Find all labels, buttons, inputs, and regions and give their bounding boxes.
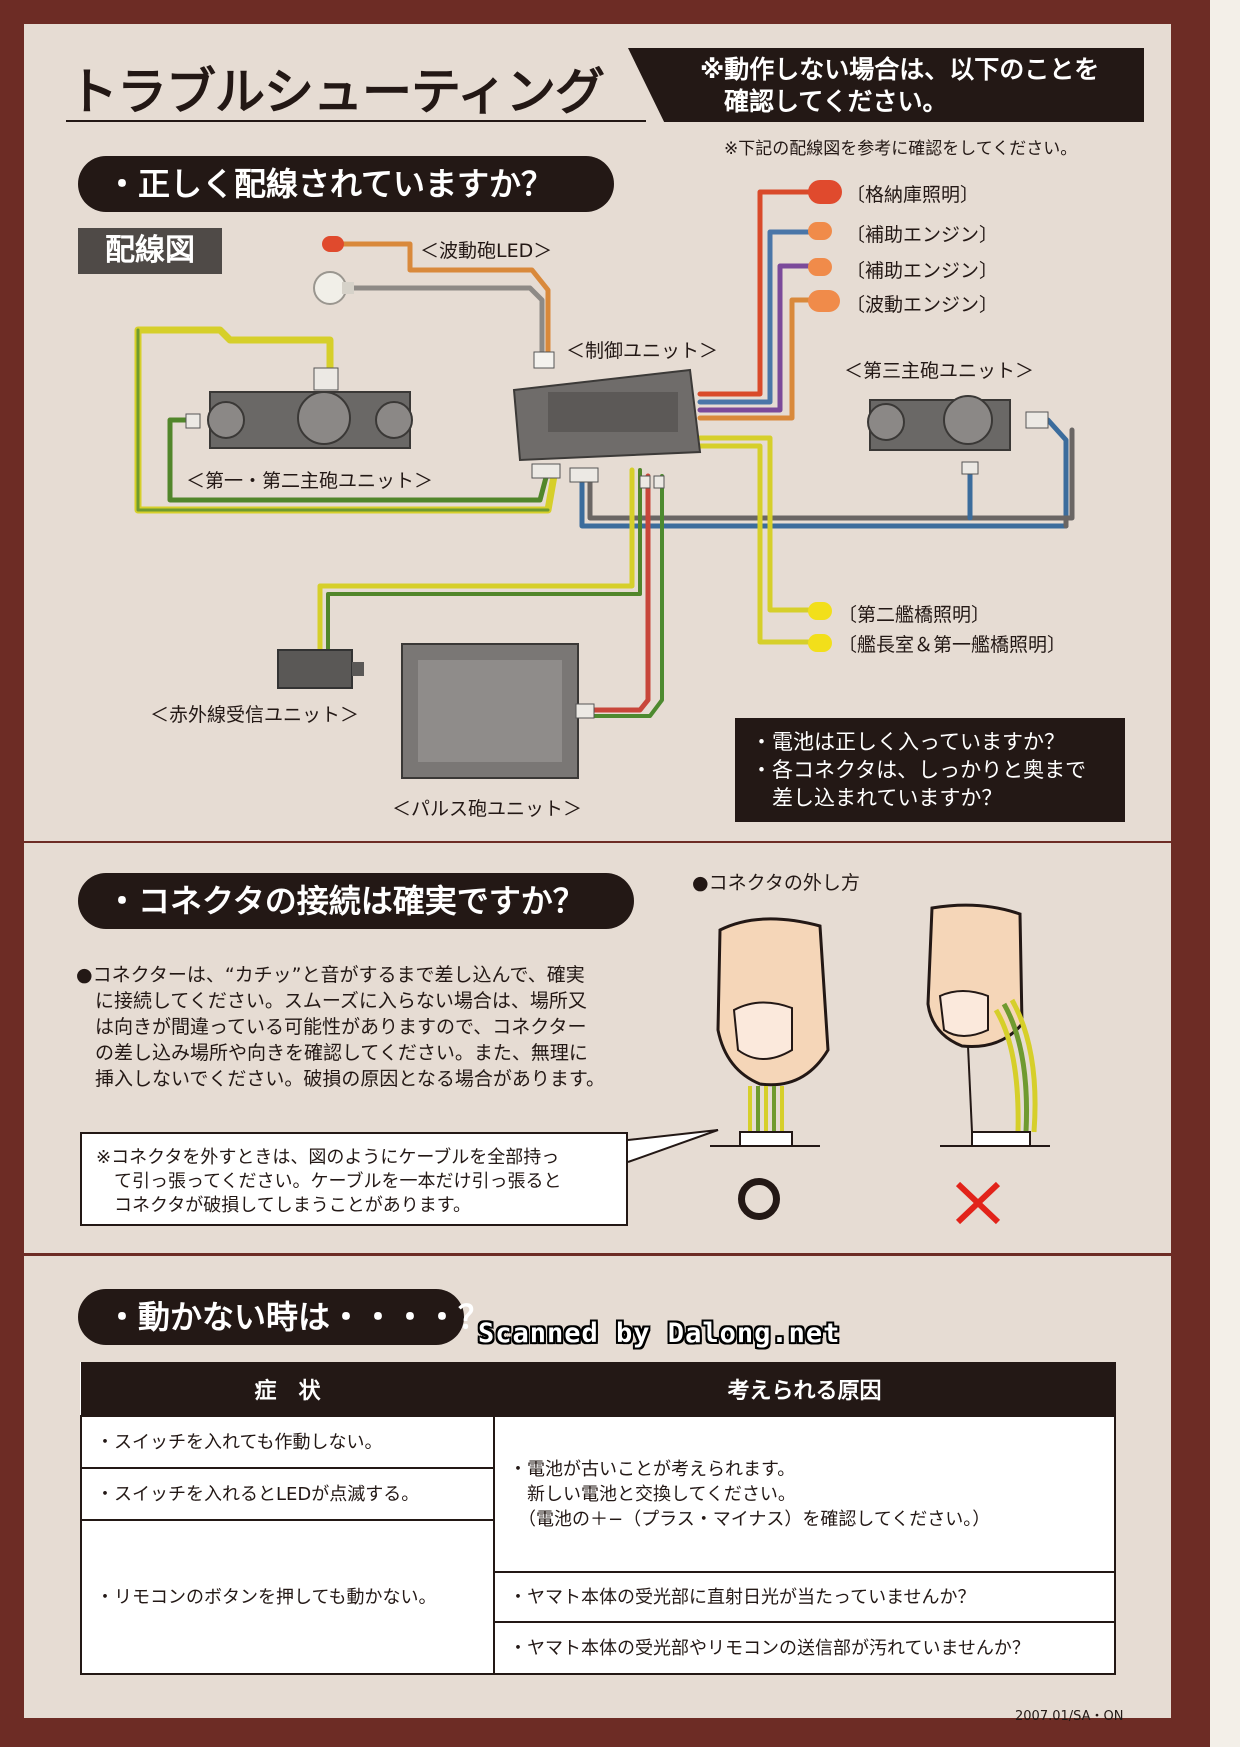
label-aux-engine-1: 〔補助エンジン〕 — [846, 224, 999, 246]
cause-line: （電池の＋−（プラス・マイナス）を確認してください。） — [509, 1508, 991, 1530]
led-connector — [533, 351, 555, 369]
connector-paragraph: ●コネクターは、“カチッ”と音がするまで差し込んで、確実 に接続してください。ス… — [76, 962, 646, 1092]
symptom-cell: ・スイッチを入れるとLEDが点滅する。 — [80, 1467, 495, 1521]
symptom-cell: ・スイッチを入れても作動しない。 — [80, 1415, 495, 1469]
cause-cell-dirty: ・ヤマト本体の受光部やリモコンの送信部が汚れていませんか？ — [493, 1621, 1116, 1675]
wire-ir-yellow — [317, 467, 635, 653]
scan-watermark: Scanned by Dalong.net — [478, 1318, 841, 1349]
section3-heading: ・動かない時は・・・・？ — [78, 1289, 490, 1345]
page-edge — [1210, 0, 1240, 1747]
cause-line: 新しい電池と交換してください。 — [509, 1483, 796, 1505]
section1-heading: ・正しく配線されていますか？ — [78, 156, 614, 212]
finger-illustration — [710, 903, 1050, 1147]
wire-hado-led-red — [339, 241, 551, 361]
wire-bridge2 — [697, 435, 815, 613]
label-pulse-gun: ＜パルス砲ユニット＞ — [392, 798, 583, 820]
label-bridge1-light: 〔艦長室＆第一艦橋照明〕 — [838, 634, 1067, 656]
cause-cell-sunlight: ・ヤマト本体の受光部に直射日光が当たっていませんか？ — [493, 1571, 1116, 1623]
wiring-diagram — [134, 180, 1075, 779]
wire-main12-green — [136, 328, 550, 512]
wire-hangar — [697, 189, 813, 397]
led-aux2-icon — [808, 258, 832, 276]
check-item: 差し込まれていますか？ — [751, 786, 1003, 810]
finger-correct-icon — [710, 917, 830, 1147]
notice-banner — [628, 48, 1144, 122]
label-hangar-light: 〔格納庫照明〕 — [846, 184, 980, 206]
label-control-unit: ＜制御ユニット＞ — [566, 340, 719, 362]
check-item: ・電池は正しく入っていますか？ — [751, 730, 1065, 754]
label-aux-engine-2: 〔補助エンジン〕 — [846, 260, 999, 282]
ir-receiver-icon — [277, 649, 364, 689]
main-gun-3-unit-icon — [867, 395, 1049, 475]
label-ir-receiver: ＜赤外線受信ユニット＞ — [150, 704, 360, 726]
label-hado-led: ＜波動砲LED＞ — [420, 240, 553, 262]
wire-aux1 — [697, 229, 813, 405]
control-unit-icon — [512, 368, 702, 489]
label-wave-engine: 〔波動エンジン〕 — [846, 294, 999, 316]
notice-line: ※動作しない場合は、以下のことを — [700, 55, 1100, 84]
pulse-gun-unit-icon — [401, 643, 595, 779]
wire-aux2 — [697, 263, 813, 413]
notice-text: ※動作しない場合は、以下のことを 確認してください。 — [700, 54, 1140, 118]
wiring-diagram-tag: 配線図 — [78, 228, 222, 274]
wire-pulse-red — [587, 473, 651, 713]
wrong-cross-icon — [955, 1181, 1001, 1225]
troubleshoot-table: 症 状 考えられる原因 ・スイッチを入れても作動しない。 ・電池が古いことが考え… — [80, 1362, 1116, 1675]
wire-hado-led-white — [339, 285, 545, 361]
led-bridge1-icon — [808, 634, 832, 652]
col-symptom: 症 状 — [80, 1362, 495, 1417]
subnote: ※下記の配線図を参考に確認をしてください。 — [724, 139, 1078, 159]
led-wave-icon — [808, 290, 840, 312]
check-list-box: ・電池は正しく入っていますか？ ・各コネクタは、しっかりと奥まで 差し込まれてい… — [735, 718, 1125, 822]
paragraph-line: に接続してください。スムーズに入らない場合は、場所又 — [76, 990, 587, 1012]
callout-line: ※コネクタを外すときは、図のようにケーブルを全部持っ — [96, 1147, 560, 1168]
label-main-gun-3: ＜第三主砲ユニット＞ — [844, 360, 1035, 382]
paragraph-line: の差し込み場所や向きを確認してください。また、無理に — [76, 1042, 588, 1064]
cause-cell-battery: ・電池が古いことが考えられます。 新しい電池と交換してください。 （電池の＋−（… — [493, 1415, 1116, 1573]
symptom-cell: ・リモコンのボタンを押しても動かない。 — [80, 1519, 495, 1675]
led-aux1-icon — [808, 222, 832, 240]
led-red-icon — [322, 236, 344, 252]
cause-line: ・電池が古いことが考えられます。 — [509, 1458, 796, 1480]
led-bridge2-icon — [808, 602, 832, 620]
footer-code: 2007.01/SA・ON — [1015, 1709, 1124, 1724]
paragraph-line: は向きが間違っている可能性がありますので、コネクター — [76, 1016, 587, 1038]
callout-line: て引っ張ってください。ケーブルを一本だけ引っ張ると — [96, 1171, 562, 1192]
led-white-icon — [313, 271, 354, 305]
title-underline — [66, 120, 646, 122]
section2-heading: ・コネクタの接続は確実ですか？ — [78, 873, 634, 929]
wire-ir-green — [326, 468, 642, 652]
wire-wave — [697, 297, 813, 421]
paragraph-line: 挿入しないでください。破損の原因となる場合があります。 — [76, 1068, 605, 1090]
callout-line: コネクタが破損してしまうことがあります。 — [96, 1195, 471, 1216]
connector-removal-title: ●コネクタの外し方 — [692, 872, 860, 894]
callout-box: ※コネクタを外すときは、図のようにケーブルを全部持っ て引っ張ってください。ケー… — [80, 1132, 628, 1226]
page-title: トラブルシューティング — [68, 63, 605, 121]
label-bridge2-light: 〔第二艦橋照明〕 — [838, 604, 991, 626]
main-gun-12-unit-icon — [185, 367, 413, 449]
label-main-gun-12: ＜第一・第二主砲ユニット＞ — [186, 470, 434, 492]
wire-main12-lower — [167, 417, 551, 503]
wire-main3-gray — [587, 427, 1075, 521]
led-hangar-icon — [808, 180, 842, 204]
wire-pulse-green — [588, 474, 664, 718]
paragraph-line: ●コネクターは、“カチッ”と音がするまで差し込んで、確実 — [76, 964, 585, 986]
finger-wrong-icon — [926, 903, 1050, 1147]
notice-line: 確認してください。 — [724, 87, 948, 116]
correct-circle-icon — [738, 1178, 780, 1220]
col-cause: 考えられる原因 — [493, 1362, 1116, 1417]
wire-bridge1 — [697, 443, 815, 645]
callout-pointer — [627, 1129, 719, 1163]
check-item: ・各コネクタは、しっかりと奥まで — [751, 758, 1087, 782]
